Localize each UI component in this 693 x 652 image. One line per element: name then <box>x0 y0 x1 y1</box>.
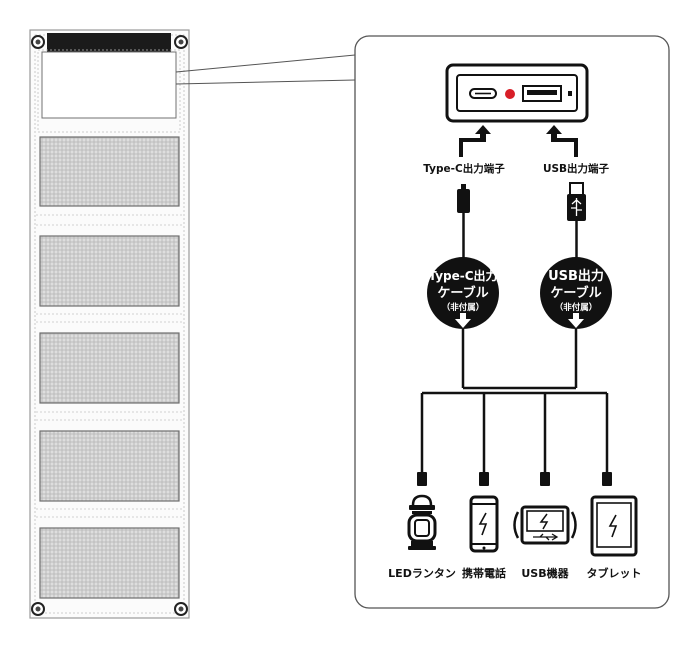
solar-cell <box>39 235 180 307</box>
solar-cell <box>39 332 180 404</box>
output-port-panel <box>445 63 589 123</box>
solar-cell <box>39 430 180 502</box>
device-label: LEDランタン <box>388 567 456 580</box>
usb-up-arrow-icon <box>546 125 578 157</box>
typec-up-arrow-icon <box>459 125 491 157</box>
device-plug-icon <box>417 472 612 486</box>
device-label: 携帯電話 <box>462 566 506 580</box>
down-arrow-icon <box>455 313 471 328</box>
usb-connector-icon <box>567 182 586 262</box>
typec-cable-label-line3: （非付属） <box>442 302 485 313</box>
tablet-icon <box>590 495 638 557</box>
typec-cable-badge: Type-C出力 ケーブル （非付属） <box>427 257 499 329</box>
typec-cable-label-line2: ケーブル <box>437 285 488 301</box>
down-arrow-icon <box>568 313 584 328</box>
usb-port-icon <box>522 85 562 102</box>
cable-wiring <box>420 329 609 474</box>
usb-cable-label-line2: ケーブル <box>550 285 601 301</box>
solar-cell <box>39 527 180 599</box>
solar-cell <box>39 136 180 207</box>
panel-top-pocket <box>37 33 181 133</box>
typec-port-label: Type-C出力端子 <box>423 162 505 175</box>
device-label: USB機器 <box>521 566 569 580</box>
detail-box <box>354 35 670 609</box>
usb-cable-label-line3: （非付属） <box>555 302 598 313</box>
typec-connector-icon <box>457 184 470 262</box>
phone-icon <box>469 495 499 553</box>
usb-port-label: USB出力端子 <box>543 162 610 175</box>
solar-panel <box>29 29 190 619</box>
usb-device-icon <box>513 505 577 545</box>
lantern-icon <box>407 494 437 550</box>
zoom-callout-lines <box>175 54 356 85</box>
grommet-icon <box>31 35 188 616</box>
usb-cable-label-line1: USB出力 <box>548 268 604 284</box>
typec-port-icon <box>469 88 497 99</box>
usb-cable-badge: USB出力 ケーブル （非付属） <box>540 257 612 329</box>
status-indicator-light <box>505 89 515 99</box>
typec-cable-label-line1: Type-C出力 <box>428 268 497 283</box>
device-label: タブレット <box>587 566 642 580</box>
